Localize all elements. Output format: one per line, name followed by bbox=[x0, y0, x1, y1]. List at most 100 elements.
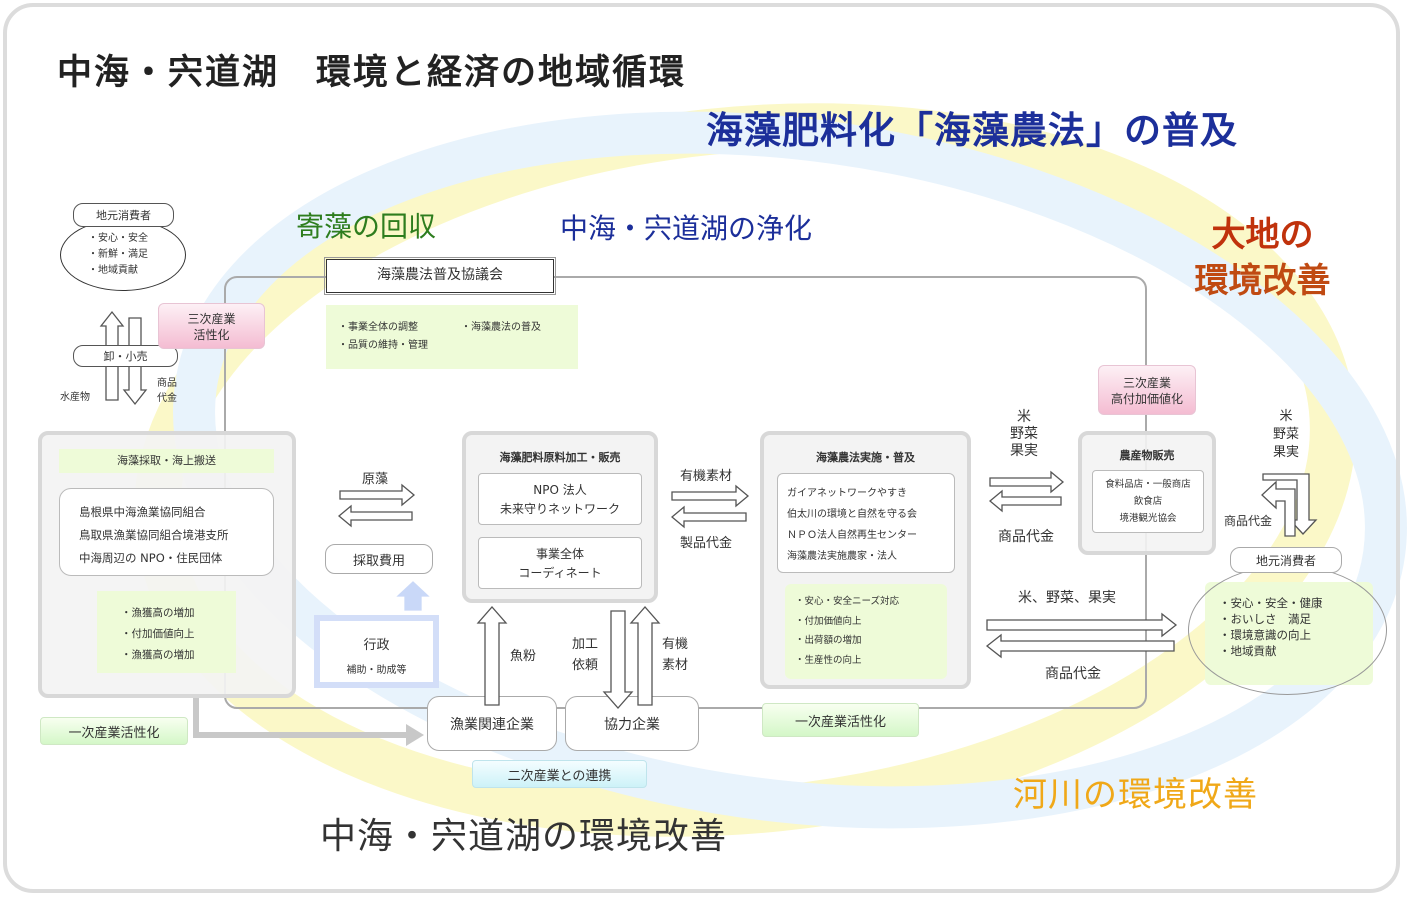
fishery-to-company-arrowhead bbox=[406, 724, 424, 746]
list-item: 中海周辺の NPO・住民団体 bbox=[79, 551, 223, 565]
produce-sales-title: 農産物販売 bbox=[1119, 449, 1175, 462]
lake-heading: 中海・宍道湖の環境改善 bbox=[320, 816, 728, 857]
payment-left-arrow-3 bbox=[1261, 480, 1296, 537]
sales-members: 食料品店・一般商店 飲食店 境港観光協会 bbox=[1092, 470, 1204, 533]
label-line: 素材 bbox=[662, 658, 689, 673]
list-item: ・付加価値向上 bbox=[121, 628, 195, 640]
list-item: 海藻農法実施農家・法人 bbox=[787, 551, 897, 562]
organic-material-label: 有機素材 bbox=[680, 469, 733, 484]
label-line: 依頼 bbox=[572, 658, 599, 673]
left-consumer-ellipse bbox=[60, 219, 186, 291]
collection-heading: 寄藻の回収 bbox=[296, 210, 437, 243]
left-consumer-items: ・安心・安全 ・新鮮・満足 ・地域貢献 bbox=[88, 231, 148, 279]
list-item: ＮＰＯ法人自然再生センター bbox=[787, 530, 917, 541]
coord-line: 事業全体 bbox=[535, 547, 584, 561]
payment-label-2: 商品代金 bbox=[1045, 666, 1101, 682]
payment-left-arrow-2 bbox=[985, 633, 1175, 659]
processing-request-label: 加工 依頼 bbox=[572, 634, 598, 676]
produce-label-3: 米 野菜 果実 bbox=[1266, 408, 1306, 462]
label-line: 有機 bbox=[662, 637, 689, 652]
seaweed-fertilizer-heading: 海藻肥料化「海藻農法」の普及 bbox=[706, 109, 1238, 152]
list-item: ・地域貢献 bbox=[88, 265, 138, 276]
fishery-benefits: ・漁獲高の増加 ・付加価値向上 ・漁獲高の増加 bbox=[97, 591, 236, 673]
organic-right-arrow bbox=[671, 484, 750, 508]
label-line: 商品 bbox=[157, 378, 177, 389]
land-improvement-heading: 大地の 環境改善 bbox=[1175, 212, 1350, 304]
purification-heading: 中海・宍道湖の浄化 bbox=[560, 212, 813, 245]
organic-material-vertical-label: 有機 素材 bbox=[662, 634, 688, 676]
badge-line: 三次産業 bbox=[187, 312, 236, 326]
list-item: ガイアネットワークやすき bbox=[787, 488, 907, 499]
coord-line: コーディネート bbox=[518, 566, 602, 580]
land-heading-line1: 大地の bbox=[1211, 215, 1314, 255]
badge-line: 活性化 bbox=[193, 328, 230, 342]
left-consumer-label: 地元消費者 bbox=[73, 203, 174, 227]
produce-right-arrow-2 bbox=[986, 612, 1178, 638]
list-item: 飲食店 bbox=[1133, 496, 1163, 507]
government-title: 行政 bbox=[363, 638, 390, 653]
fishery-header: 海藻採取・海上搬送 bbox=[59, 449, 274, 473]
list-item: ・安心・安全ニーズ対応 bbox=[795, 596, 900, 607]
list-item: ・漁獲高の増加 bbox=[121, 649, 195, 661]
list-item: ・漁獲高の増加 bbox=[121, 607, 195, 619]
collection-cost-label: 採取費用 bbox=[325, 544, 433, 574]
collection-cost-left-arrow bbox=[337, 504, 413, 528]
list-item: ・出荷額の増加 bbox=[795, 635, 862, 646]
right-consumer-items: ・安心・安全・健康 ・おいしさ 満足 ・環境意識の向上 ・地域貢献 bbox=[1219, 595, 1323, 659]
government-subtitle: 補助・助成等 bbox=[346, 665, 407, 676]
badge-line: 高付加価値化 bbox=[1110, 392, 1183, 406]
list-item: ・海藻農法の普及 bbox=[461, 322, 541, 333]
payment-label-3: 商品代金 bbox=[1224, 514, 1273, 528]
farming-benefits: ・安心・安全ニーズ対応 ・付加価値向上 ・出荷額の増加 ・生産性の向上 bbox=[785, 584, 947, 679]
page-title: 中海・宍道湖 環境と経済の地域循環 bbox=[57, 53, 687, 93]
payment-label-1: 商品代金 bbox=[998, 529, 1054, 545]
list-item: ・おいしさ 満足 bbox=[1219, 612, 1311, 626]
list-item: 境港観光協会 bbox=[1119, 513, 1177, 524]
support-up-arrow bbox=[396, 581, 430, 611]
farming-box: 海藻農法実施・普及 ガイアネットワークやすき 伯太川の環境と自然を守る会 ＮＰＯ… bbox=[760, 431, 971, 689]
list-item: 鳥取県漁業協同組合境港支所 bbox=[79, 528, 229, 542]
government-box: 行政 補助・助成等 bbox=[314, 615, 439, 688]
tertiary-industry-badge: 三次産業 活性化 bbox=[158, 303, 265, 349]
npo-line: NPO 法人 bbox=[533, 483, 587, 497]
fishery-members: 島根県中海漁業協同組合 鳥取県漁業協同組合境港支所 中海周辺の NPO・住民団体 bbox=[59, 488, 274, 576]
wholesale-label: 卸・小売 bbox=[73, 345, 178, 367]
farming-members: ガイアネットワークやすき 伯太川の環境と自然を守る会 ＮＰＯ法人自然再生センター… bbox=[777, 473, 955, 573]
list-item: ・地域貢献 bbox=[1219, 644, 1277, 658]
right-consumer-label: 地元消費者 bbox=[1230, 547, 1342, 573]
label-line: 果実 bbox=[1272, 445, 1299, 460]
processing-title: 海藻肥料原料加工・販売 bbox=[499, 451, 621, 464]
list-item: 島根県中海漁業協同組合 bbox=[79, 505, 206, 519]
primary-industry-badge-left: 一次産業活性化 bbox=[40, 717, 188, 745]
list-item: ・安心・安全・健康 bbox=[1219, 596, 1323, 610]
farming-title: 海藻農法実施・普及 bbox=[816, 451, 915, 464]
council-notes: ・事業全体の調整 ・海藻農法の普及 ・品質の維持・管理 bbox=[326, 305, 578, 369]
list-item: ・安心・安全 bbox=[88, 233, 148, 244]
processing-request-down-arrow bbox=[602, 610, 634, 709]
land-heading-line2: 環境改善 bbox=[1194, 261, 1331, 301]
marine-products-label: 水産物 bbox=[60, 392, 90, 403]
produce-right-arrow-1 bbox=[989, 470, 1065, 494]
raw-seaweed-right-arrow bbox=[339, 483, 416, 507]
organic-up-arrow bbox=[629, 606, 661, 706]
fishery-to-company-line bbox=[193, 697, 408, 738]
product-payment-left-arrow bbox=[670, 505, 747, 529]
list-item: 伯太川の環境と自然を守る会 bbox=[787, 509, 917, 520]
badge-line: 三次産業 bbox=[1122, 376, 1171, 390]
fish-meal-up-arrow bbox=[476, 606, 508, 706]
blue-band bbox=[173, 111, 1407, 829]
council-title-box: 海藻農法普及協議会 bbox=[324, 257, 556, 295]
tertiary-value-add-badge: 三次産業 高付加価値化 bbox=[1098, 365, 1196, 415]
produce-down-arrow-3 bbox=[1262, 473, 1318, 535]
label-line: 野菜 bbox=[1272, 427, 1299, 442]
label-line: 米 bbox=[1017, 409, 1031, 425]
payment-left-arrow-1 bbox=[988, 489, 1062, 513]
produce-label-1: 米 野菜 果実 bbox=[1004, 409, 1044, 460]
list-item: ・生産性の向上 bbox=[795, 654, 862, 666]
list-item: ・事業全体の調整 bbox=[338, 322, 418, 333]
label-line: 米 bbox=[1279, 409, 1293, 424]
produce-label-2: 米、野菜、果実 bbox=[1018, 590, 1116, 606]
fishery-box: 海藻採取・海上搬送 島根県中海漁業協同組合 鳥取県漁業協同組合境港支所 中海周辺… bbox=[38, 431, 296, 698]
label-line: 代金 bbox=[157, 393, 177, 404]
